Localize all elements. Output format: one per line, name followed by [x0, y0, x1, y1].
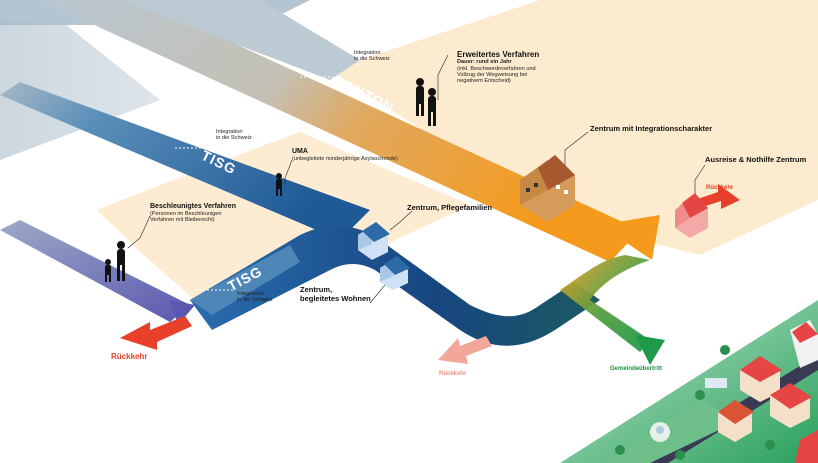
integration-bottom-line1: Integration	[237, 291, 264, 297]
integration-tisg-label: Integration in die Schweiz	[216, 129, 252, 142]
city-illustration	[560, 300, 818, 463]
parent-child-silhouette-icon	[105, 241, 125, 282]
beschleunigt-line2: Verfahren mit Bleiberecht)	[150, 217, 215, 224]
green-arrowhead	[635, 335, 665, 365]
integration-kanton-label: Integration in die Schweiz	[354, 50, 390, 63]
uma-sub: (unbegleitete minderjährige Asylsuchende…	[292, 156, 398, 163]
integration-kanton-line1: Integration	[354, 50, 381, 56]
leader-zentrum-integration	[564, 131, 589, 170]
zone-outline-tisg	[86, 124, 482, 213]
erweitertes-verfahren-callout: Erweitertes Verfahren Dauer: rund ein Ja…	[457, 50, 539, 85]
beschleunigt-title: Beschleunigtes Verfahren	[150, 203, 236, 210]
beschleunigt-line1: (Personen im Beschleunigen	[150, 211, 222, 218]
erweitertes-line3: negativem Entscheid)	[457, 78, 511, 85]
leader-erweitert	[437, 54, 449, 100]
rueckkehr-left-label: Rückkehr	[111, 352, 148, 361]
begleitet-building-icon	[380, 256, 410, 290]
zentrum-begleitet-line2: begleitetes Wohnen	[300, 293, 371, 303]
purple-band	[0, 220, 190, 322]
purple-arrowhead	[170, 300, 195, 325]
leader-pflege	[389, 210, 413, 231]
rueckkehr-center-arrow	[438, 336, 492, 364]
tisg-band	[0, 82, 370, 240]
gemeinde-label: Gemeindeübertritt	[610, 366, 663, 372]
kanton-zone	[330, 0, 818, 255]
integration-tisg-line1: Integration	[216, 129, 243, 135]
ausreise-building-icon	[675, 193, 708, 238]
zentrum-begleitet-line1: Zentrum,	[300, 285, 333, 294]
tisg-lower-band	[190, 245, 300, 315]
kanton-band-upper	[120, 0, 360, 80]
rueckkehr-right-label: Rückkehr	[706, 185, 734, 191]
integration-tisg-line2: in die Schweiz	[216, 135, 252, 142]
rueckkehr-center-label: Rückkehr	[439, 371, 467, 377]
green-branch	[560, 255, 650, 352]
erweitertes-dauer: Dauer: rund ein Jahr	[457, 59, 512, 66]
family-silhouette-icon	[416, 78, 436, 126]
child-silhouette-icon	[276, 173, 282, 196]
leader-beschleunigt	[127, 215, 151, 249]
erweitertes-line2: Vollzug der Wegweisung bei	[457, 72, 528, 79]
integration-kanton-line2: in die Schweiz	[354, 56, 390, 63]
ausreise-label: Ausreise & Nothilfe Zentrum	[705, 155, 807, 164]
zentrum-integration-building-icon	[520, 155, 575, 222]
rueckkehr-left-arrow	[120, 316, 192, 350]
pflege-building-icon	[358, 222, 390, 260]
left-haze	[0, 20, 160, 160]
zentrum-pflege-label: Zentrum, Pflegefamilien	[407, 203, 493, 212]
leader-ausreise	[694, 164, 706, 195]
integration-bottom-line2: in die Schweiz	[237, 297, 273, 304]
uma-callout: UMA (unbegleitete minderjährige Asylsuch…	[292, 148, 398, 162]
zentrum-begleitet-label: Zentrum, begleitetes Wohnen	[300, 285, 371, 303]
leader-uma	[284, 159, 293, 185]
zentrum-integration-label: Zentrum mit Integrationscharakter	[590, 124, 713, 133]
kanton-arrowhead	[600, 215, 660, 260]
beschleunigt-callout: Beschleunigtes Verfahren (Personen im Be…	[150, 203, 236, 224]
erweitertes-title: Erweitertes Verfahren	[457, 50, 540, 59]
integration-bottom-label: Integration in die Schweiz	[237, 291, 273, 304]
uma-title: UMA	[292, 148, 308, 155]
zone-outline-left	[86, 207, 192, 303]
erweitertes-line1: (inkl. Beschwerdeverfahren und	[457, 65, 536, 72]
kanton-band	[40, 0, 640, 262]
